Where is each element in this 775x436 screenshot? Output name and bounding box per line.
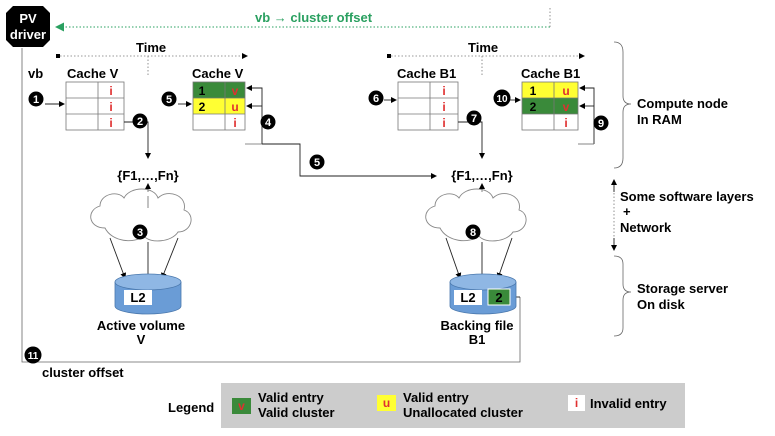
pv-driver-label-2: driver — [10, 27, 46, 42]
time-axis-right: Time — [387, 40, 585, 76]
disk-active-volume: L2 — [114, 273, 182, 315]
svg-text:5: 5 — [314, 157, 320, 169]
svg-text:9: 9 — [598, 118, 604, 130]
legend-title: Legend — [168, 400, 214, 415]
cache-b1-after-num: 2 — [530, 100, 537, 114]
cache-b1-before-cell: i — [442, 84, 445, 98]
disk-backing-label: L2 — [460, 290, 475, 305]
cluster-offset-label: cluster offset — [42, 365, 124, 380]
pv-driver-label-1: PV — [19, 11, 37, 26]
disk-backing-file: L2 2 — [449, 273, 517, 315]
cache-v-before-cell: i — [109, 100, 112, 114]
step-badge-3: 3 — [132, 224, 148, 240]
cache-v-before-cell: i — [109, 116, 112, 130]
time-axis-left: Time — [56, 40, 248, 76]
cloud-right — [425, 188, 527, 242]
top-arrow-label: vb → cluster offset — [255, 10, 373, 25]
legend-unalloc-symbol: u — [383, 396, 390, 410]
cloud-left — [90, 188, 192, 242]
backing-file-caption-b1: B1 — [469, 332, 486, 347]
legend-unalloc-line1: Valid entry — [403, 390, 470, 405]
cache-v-after-flag: v — [232, 84, 239, 98]
legend-valid-swatch — [232, 398, 251, 414]
svg-text:2: 2 — [137, 116, 143, 128]
svg-text:1: 1 — [33, 94, 39, 106]
svg-text:11: 11 — [28, 351, 39, 362]
cache-v-after-flag: i — [233, 116, 236, 130]
cache-b1-after-flag: i — [564, 116, 567, 130]
active-volume-caption-v: V — [137, 332, 146, 347]
cache-v-before-title: Cache V — [67, 66, 119, 81]
step-badge-11: 11 — [24, 346, 42, 364]
cache-b1-before-cell: i — [442, 100, 445, 114]
cache-v-after-title: Cache V — [192, 66, 244, 81]
legend-unalloc-swatch — [377, 395, 396, 411]
step-badge-8: 8 — [465, 224, 481, 240]
svg-text:3: 3 — [137, 227, 143, 239]
cache-v-before: Cache V i i i — [65, 66, 125, 131]
cache-b1-before-cell: i — [442, 116, 445, 130]
legend-unalloc-line2: Unallocated cluster — [403, 405, 523, 420]
step-badge-1: 1 — [28, 91, 44, 107]
svg-text:8: 8 — [470, 227, 476, 239]
step-badge-5b: 5 — [309, 154, 325, 170]
brace-storage — [613, 255, 632, 337]
software-layers-label: Some software layers — [620, 189, 754, 204]
cache-v-before-cell: i — [109, 84, 112, 98]
active-volume-caption: Active volume — [97, 318, 185, 333]
brace-compute — [613, 41, 632, 169]
legend-valid-symbol: v — [238, 399, 245, 413]
legend-invalid-swatch — [568, 395, 585, 411]
svg-text:6: 6 — [373, 93, 379, 105]
step-badge-9: 9 — [593, 115, 609, 131]
disk-backing-cluster: 2 — [495, 290, 502, 305]
pv-driver: PV driver — [6, 6, 50, 47]
legend-valid-line1: Valid entry — [258, 390, 325, 405]
fset-right: {F1,…,Fn} — [451, 168, 512, 183]
legend-box — [221, 383, 685, 428]
time-label-right: Time — [468, 40, 498, 55]
cache-v-after: Cache V 1 v 2 u i — [192, 66, 246, 131]
cache-b1-after-num: 1 — [530, 84, 537, 98]
backing-file-caption: Backing file — [441, 318, 514, 333]
cache-v-after-num: 2 — [199, 100, 206, 114]
fset-left: {F1,…,Fn} — [117, 168, 178, 183]
step-badge-7: 7 — [466, 110, 482, 126]
svg-text:7: 7 — [471, 113, 477, 125]
legend: Legend v Valid entry Valid cluster u Val… — [168, 383, 685, 428]
svg-text:10: 10 — [496, 94, 508, 105]
disk-active-label: L2 — [130, 290, 145, 305]
step-badge-5a: 5 — [161, 91, 177, 107]
cache-b1-after-flag: u — [562, 84, 569, 98]
network-label: Network — [620, 220, 672, 235]
vb-label: vb — [28, 66, 43, 81]
on-disk-label: On disk — [637, 297, 685, 312]
legend-invalid-line1: Invalid entry — [590, 396, 667, 411]
step-badge-4: 4 — [260, 114, 276, 130]
cloud-arrows — [109, 183, 513, 281]
cache-b1-after-flag: v — [563, 100, 570, 114]
cache-b1-after-title: Cache B1 — [521, 66, 580, 81]
step-badge-10: 10 — [493, 89, 511, 107]
time-label-left: Time — [136, 40, 166, 55]
network-arrow: vb → cluster offset — [55, 6, 551, 32]
legend-invalid-symbol: i — [575, 396, 578, 410]
cache-v-after-num: 1 — [199, 84, 206, 98]
in-ram-label: In RAM — [637, 112, 682, 127]
svg-text:4: 4 — [265, 117, 272, 129]
compute-node-label: Compute node — [637, 96, 728, 111]
step-badge-2: 2 — [132, 113, 148, 129]
cache-b1-before-title: Cache B1 — [397, 66, 456, 81]
storage-server-label: Storage server — [637, 281, 728, 296]
step-badge-6: 6 — [368, 90, 384, 106]
cache-b1-after: Cache B1 1 u 2 v i — [521, 66, 580, 131]
legend-valid-line2: Valid cluster — [258, 405, 335, 420]
cache-b1-before: Cache B1 i i i — [397, 66, 459, 131]
cache-v-after-flag: u — [231, 100, 238, 114]
svg-text:5: 5 — [166, 94, 172, 106]
plus-label: + — [623, 204, 631, 219]
